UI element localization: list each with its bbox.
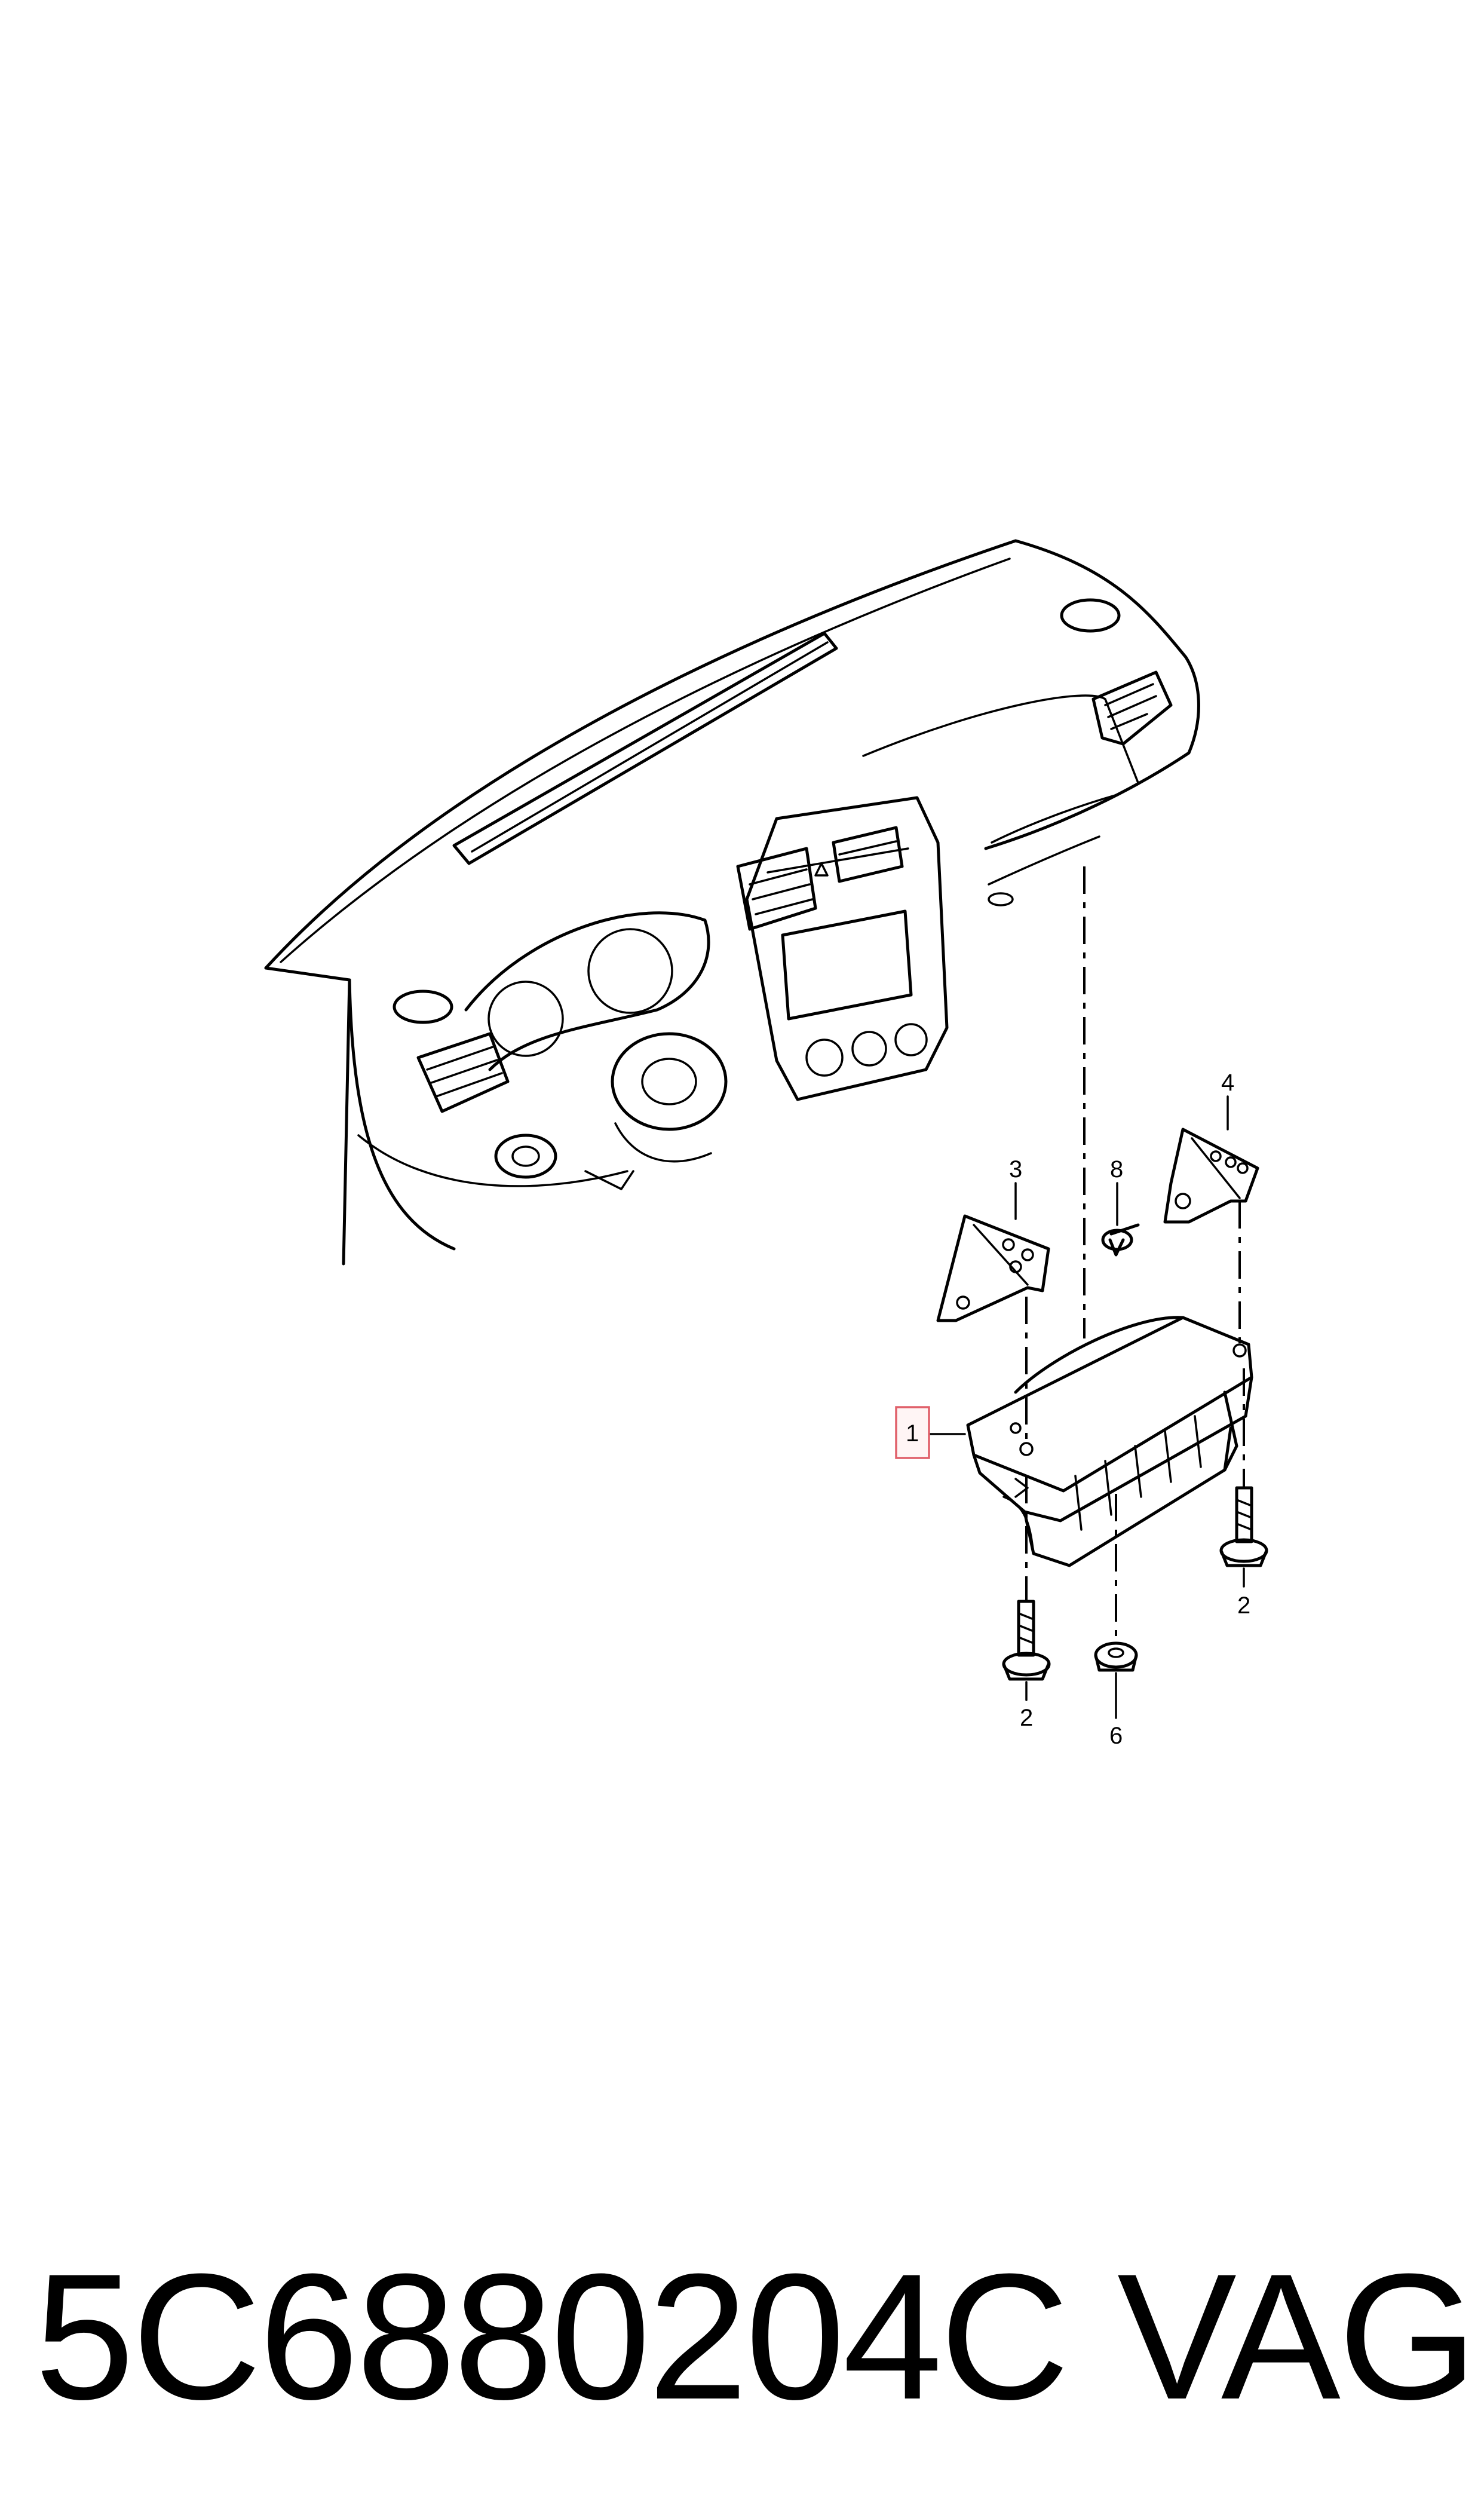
dashboard-illustration <box>264 539 1200 1266</box>
bolt-right <box>1219 1486 1268 1567</box>
callout-part-8: 8 <box>1110 1156 1123 1183</box>
callout-part-3: 3 <box>1009 1156 1022 1183</box>
nut <box>1094 1641 1138 1672</box>
callout-part-1: 1 <box>906 1420 919 1447</box>
callout-part-6: 6 <box>1109 1723 1123 1749</box>
bolt-left <box>1002 1600 1051 1681</box>
selected-part-highlight <box>895 1406 930 1459</box>
part-number-caption: 5C6880204C <box>35 2236 1069 2437</box>
callout-part-4: 4 <box>1221 1070 1234 1096</box>
callout-part-2-right: 2 <box>1237 1592 1250 1619</box>
airbag-module <box>966 1316 1253 1567</box>
mounting-bracket-right <box>1163 1128 1259 1224</box>
exploded-parts-diagram: 1 3 4 8 2 2 6 <box>264 539 1268 1749</box>
retaining-clip <box>1101 1223 1140 1257</box>
brand-caption: VAG <box>1117 2236 1477 2437</box>
callout-part-2-left: 2 <box>1020 1705 1033 1731</box>
mounting-bracket-left <box>936 1214 1050 1322</box>
